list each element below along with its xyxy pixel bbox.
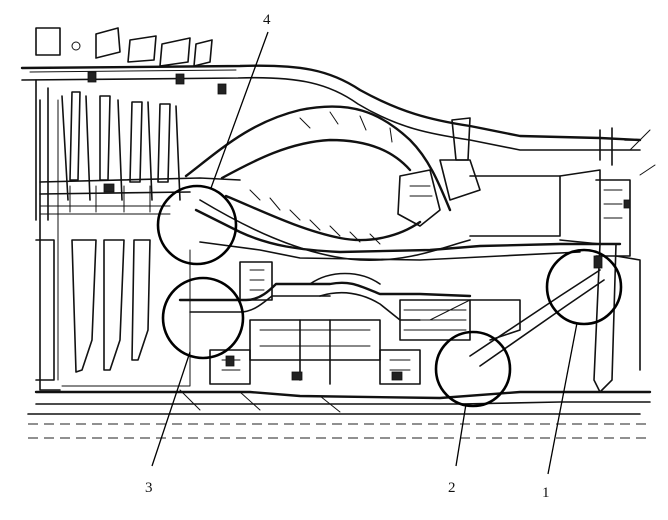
leader-lines xyxy=(151,31,578,475)
callout-label-3: 3 xyxy=(145,480,153,496)
callout-label-4: 4 xyxy=(263,12,271,28)
bearing-housing xyxy=(178,272,521,385)
callout-circle-3 xyxy=(161,276,245,360)
rear-struts xyxy=(429,269,605,367)
callout-circles xyxy=(156,184,623,408)
inlet-vane-blocks xyxy=(35,27,213,67)
combustion-chamber xyxy=(184,105,471,261)
compressor-hub xyxy=(39,71,241,215)
leader-line-3 xyxy=(151,351,191,467)
callout-label-2: 2 xyxy=(448,480,456,496)
leader-line-1 xyxy=(547,322,578,475)
inner-casing xyxy=(194,208,622,301)
main-shaft xyxy=(27,389,652,439)
compressor-blades xyxy=(35,79,191,391)
leader-line-4 xyxy=(210,31,269,189)
outer-casing xyxy=(20,64,656,176)
callout-circle-4 xyxy=(156,184,238,266)
callout-circle-1 xyxy=(545,248,623,326)
leader-line-2 xyxy=(455,403,467,467)
callout-label-1: 1 xyxy=(542,485,550,501)
callout-circle-2 xyxy=(434,330,512,408)
